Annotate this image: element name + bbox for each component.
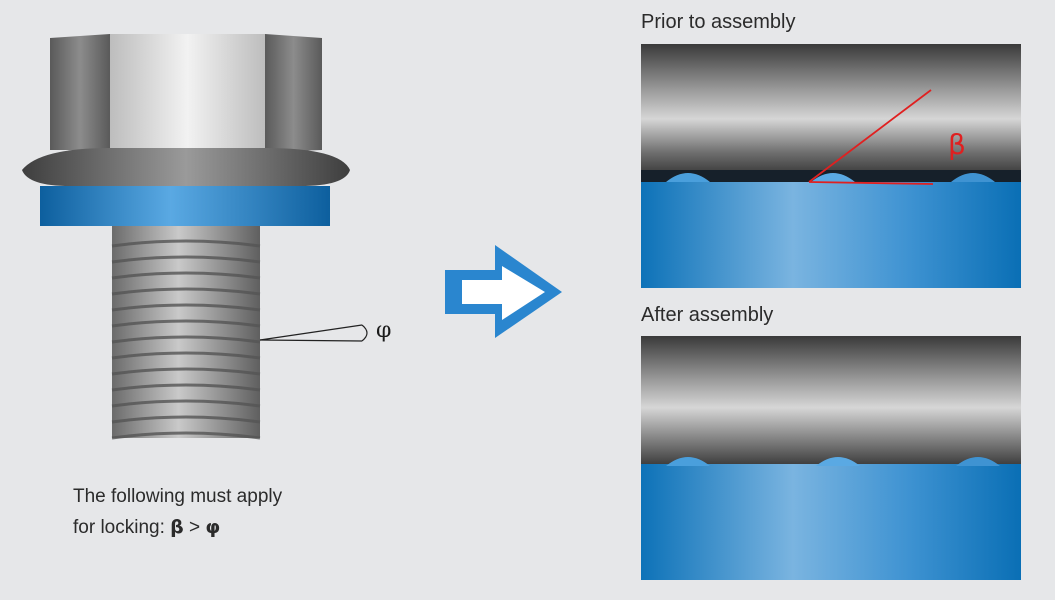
beta-angle-lines <box>808 89 934 185</box>
thread-line <box>111 383 261 392</box>
bolt-threaded-shaft <box>111 226 261 440</box>
thread-line <box>111 239 261 248</box>
washer-ridges-after <box>641 457 1021 580</box>
bolt-flange <box>22 148 350 186</box>
rule-phi: φ <box>205 516 221 538</box>
thread-line <box>111 287 261 296</box>
washer-ridges-before <box>641 173 1021 288</box>
thread-line <box>111 335 261 344</box>
locking-rule-text: The following must apply for locking: β … <box>73 482 282 543</box>
flange-bolt-illustration <box>22 34 368 440</box>
blue-locking-washer <box>40 186 330 226</box>
after-assembly-title: After assembly <box>641 304 774 326</box>
prior-to-assembly-title: Prior to assembly <box>641 11 796 33</box>
thread-line <box>111 271 261 280</box>
bolt-hex-head <box>50 34 322 152</box>
thread-line <box>111 255 261 264</box>
phi-label: φ <box>376 318 392 343</box>
thread-line <box>111 399 261 408</box>
thread-line <box>111 351 261 360</box>
right-arrow-icon <box>445 245 562 338</box>
after-assembly-panel <box>641 336 1021 580</box>
thread-line <box>111 431 261 440</box>
thread-line <box>111 367 261 376</box>
thread-line <box>111 303 261 312</box>
beta-label: β <box>948 128 966 161</box>
phi-angle-lines <box>259 324 368 342</box>
locking-rule-line2: for locking: β > φ <box>73 516 221 538</box>
rule-beta: β <box>170 516 184 538</box>
thread-line <box>111 415 261 424</box>
thread-line <box>111 319 261 328</box>
prior-to-assembly-panel <box>641 44 1021 288</box>
locking-rule-line1: The following must apply <box>73 486 283 507</box>
